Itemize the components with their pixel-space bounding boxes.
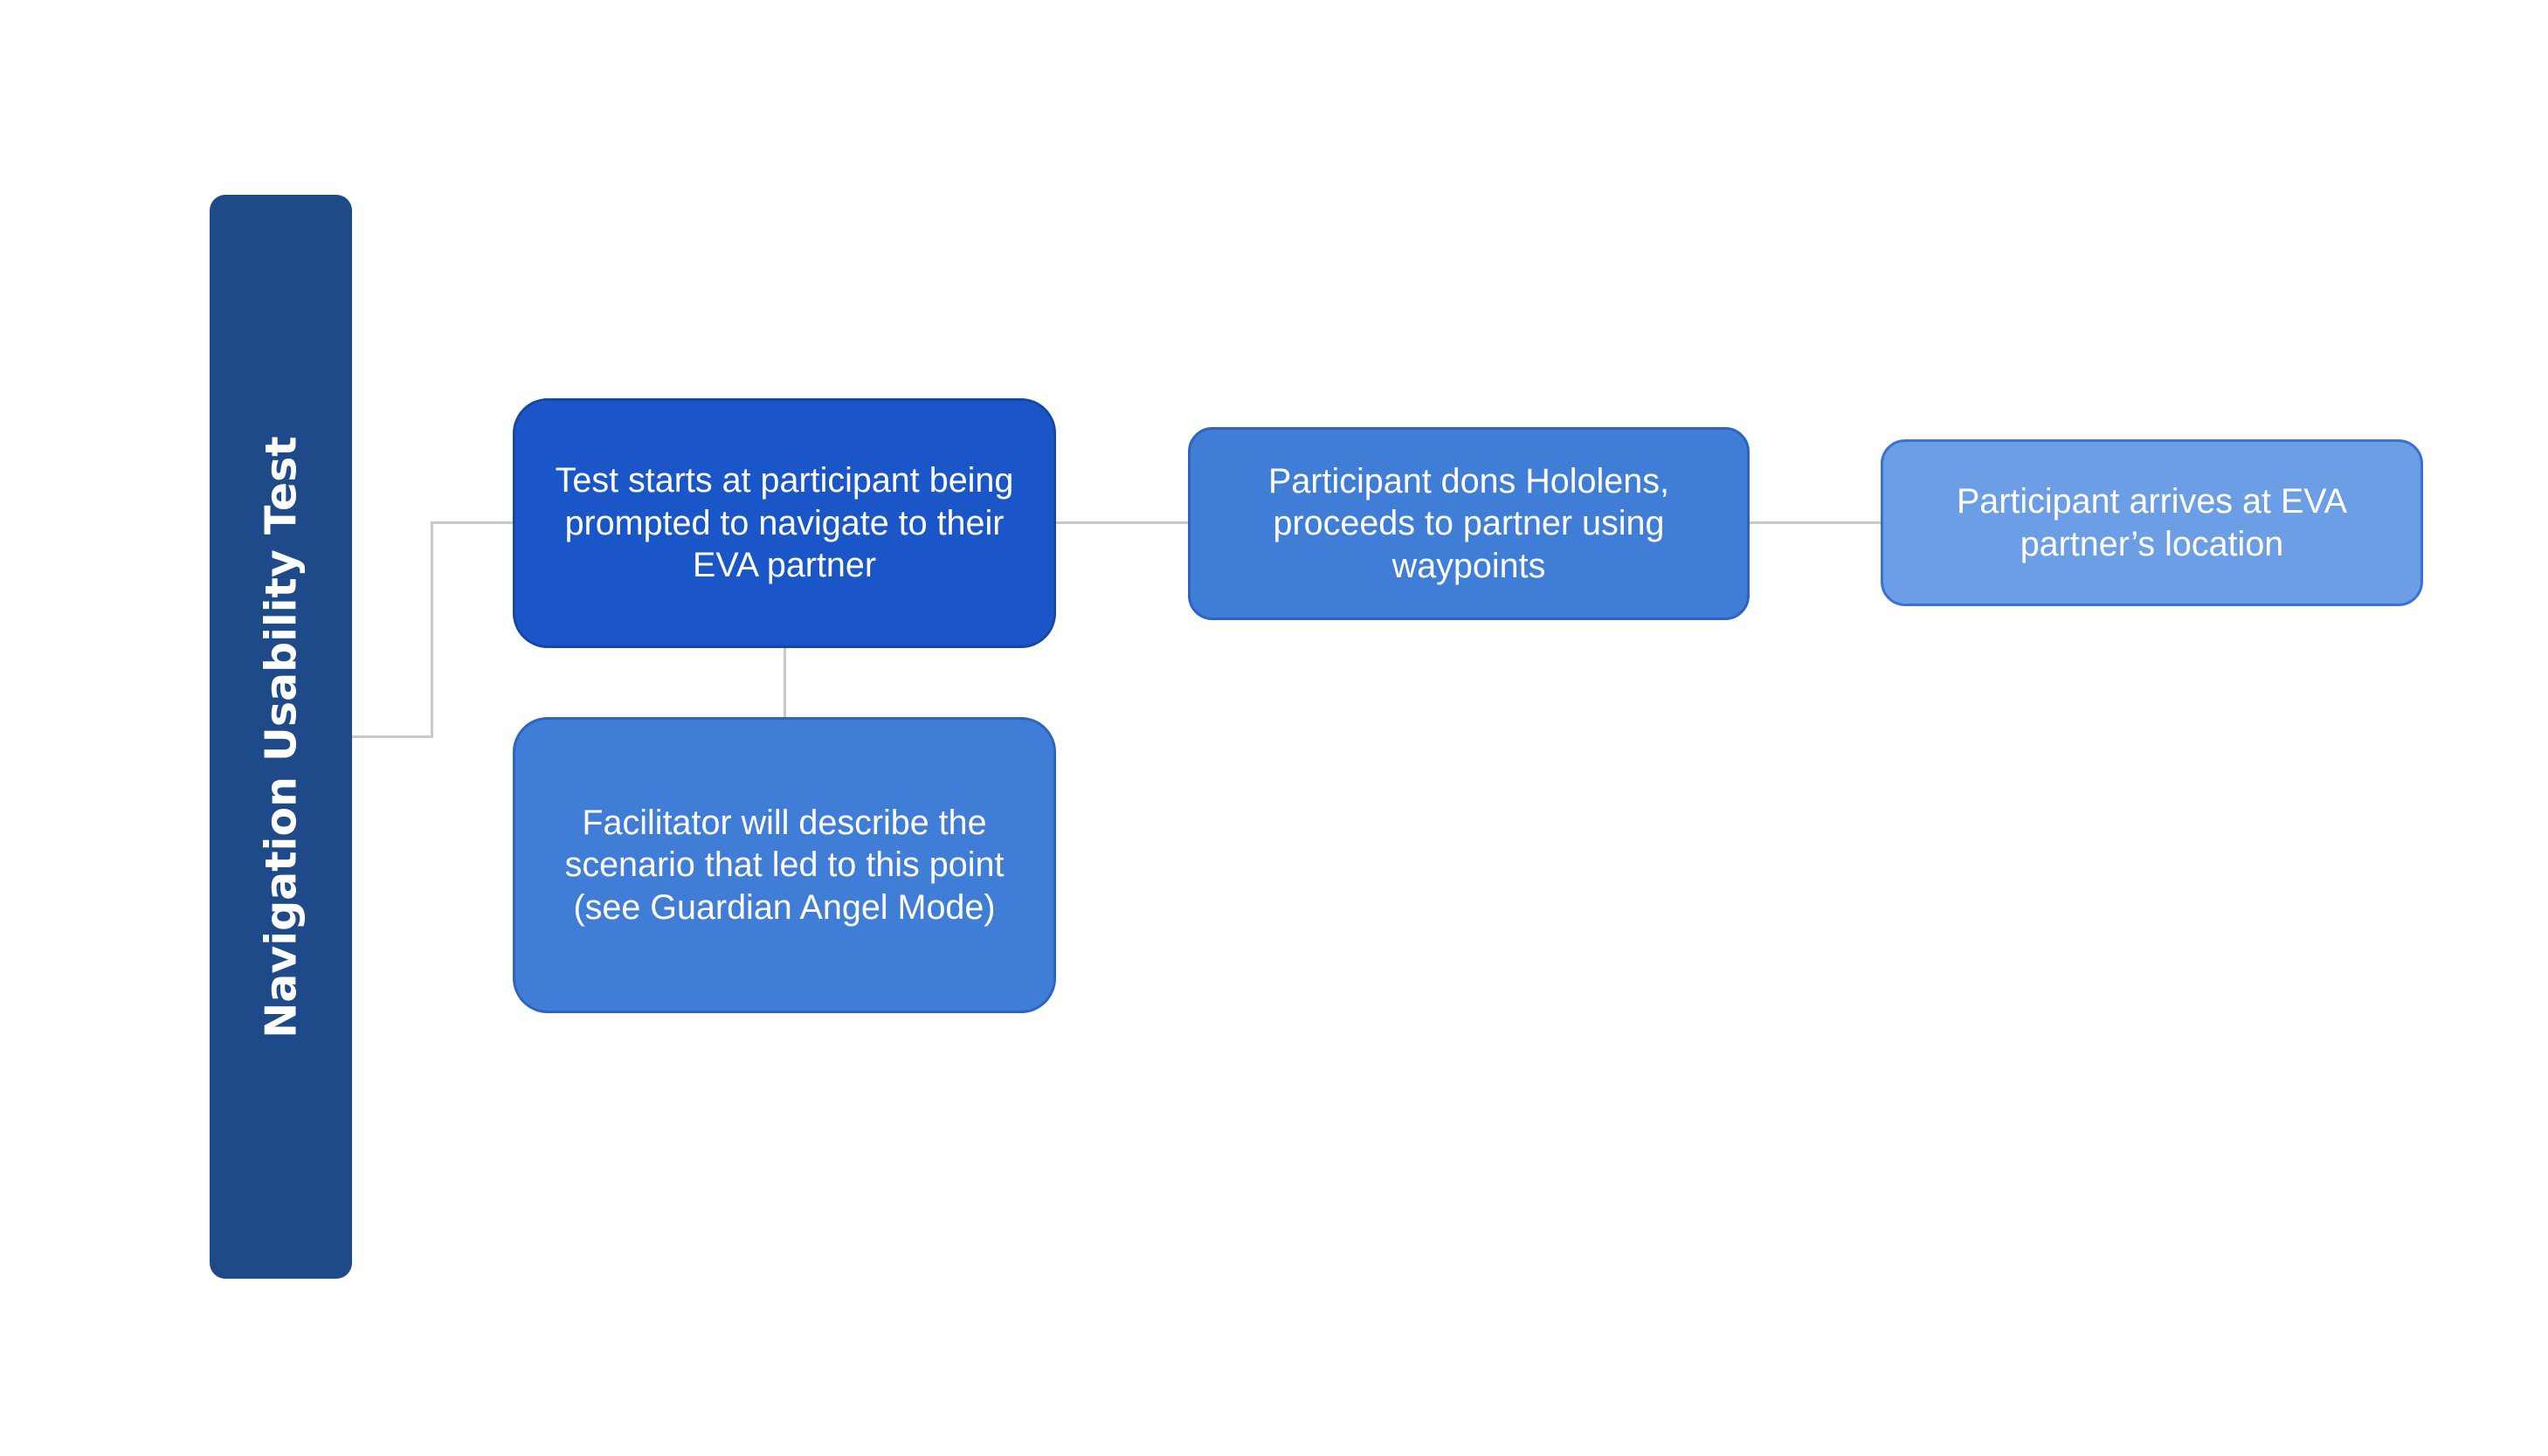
node-test-start: Test starts at participant being prompte… [513, 398, 1056, 648]
node-participant-dons-hololens-label: Participant dons Hololens, proceeds to p… [1268, 461, 1669, 585]
connector-start-to-dons [1056, 521, 1189, 524]
connector-start-to-facilitator [784, 648, 786, 718]
node-facilitator-label: Facilitator will describe the scenario t… [564, 803, 1005, 927]
title-bar: Navigation Usability Test [210, 195, 352, 1279]
connector-dons-to-arrives [1750, 521, 1882, 524]
connector-title-to-start-horizontal-2 [431, 521, 514, 524]
node-test-start-label: Test starts at participant being prompte… [555, 461, 1014, 585]
connector-title-to-start-horizontal-1 [352, 735, 432, 738]
diagram-title: Navigation Usability Test [256, 435, 306, 1039]
node-participant-arrives-label: Participant arrives at EVA partner’s loc… [1956, 481, 2348, 563]
connector-title-to-start-vertical [431, 521, 433, 738]
node-facilitator: Facilitator will describe the scenario t… [513, 717, 1056, 1013]
node-participant-dons-hololens: Participant dons Hololens, proceeds to p… [1188, 427, 1750, 620]
node-participant-arrives: Participant arrives at EVA partner’s loc… [1881, 439, 2423, 606]
